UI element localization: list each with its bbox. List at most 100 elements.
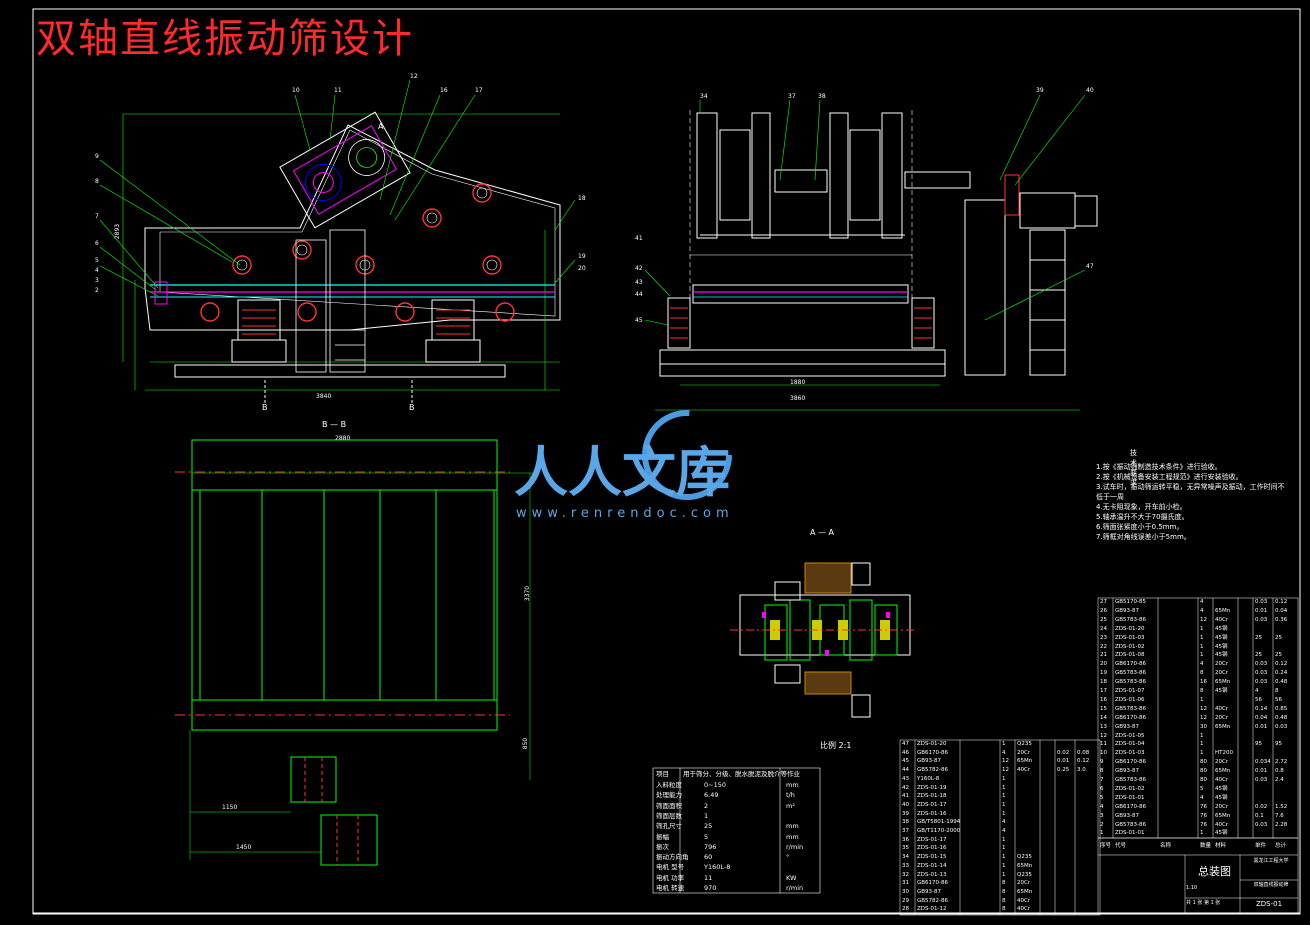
- part-balloon-number: 17: [475, 87, 483, 94]
- bom-left-cell: 1: [1002, 801, 1006, 808]
- cut-mark-b-right: B: [409, 403, 415, 412]
- param-header-cell: 用于筛分、分级、脱水脱泥及脱介等作业: [683, 770, 800, 778]
- bom-left-cell: 28: [902, 906, 909, 913]
- bom-left-cell: 1: [1002, 845, 1006, 852]
- bom-right-cell: 45钢: [1215, 794, 1228, 801]
- part-balloon-number: 9: [95, 153, 99, 160]
- bom-left-cell: 32: [902, 871, 909, 878]
- bom-left-cell: 1: [1002, 862, 1006, 869]
- part-balloon-number: 12: [410, 73, 418, 80]
- bom-left-cell: 37: [902, 828, 909, 834]
- bom-right-cell: ZDS-01-08: [1115, 652, 1145, 659]
- param-cell: 796: [704, 842, 717, 851]
- part-balloon-number: 42: [635, 265, 643, 272]
- bom-left-cell: ZDS-01-16: [917, 845, 947, 852]
- param-cell: 筛孔尺寸: [656, 822, 682, 831]
- param-cell: 60: [704, 853, 713, 862]
- bom-right-cell: 0.01: [1255, 723, 1268, 730]
- part-balloon-number: 34: [700, 93, 708, 100]
- bom-right-cell: 76: [1200, 812, 1207, 819]
- bom-left-cell: GB5782-86: [917, 767, 949, 774]
- param-cell: 振幅: [656, 832, 669, 841]
- bom-right-cell: 13: [1100, 723, 1107, 730]
- bom-right-cell: 0.1: [1255, 812, 1264, 819]
- bom-left-cell: 43: [902, 775, 909, 782]
- bom-left-cell: ZDS-01-14: [917, 862, 947, 869]
- bom-right-cell: 1: [1200, 741, 1204, 748]
- title-block-sheet: 共 1 张 第 1 张: [1186, 900, 1221, 906]
- part-balloon-number: 37: [788, 93, 796, 100]
- bom-left-cell: 40Cr: [1017, 767, 1031, 774]
- bom-right-cell: 80: [1200, 777, 1207, 783]
- part-balloon-number: 2: [95, 287, 99, 294]
- bom-left-cell: GB/T1170-2000: [917, 828, 961, 834]
- bom-right-cell: GB93-87: [1115, 812, 1140, 819]
- bom-right-cell: GB93-87: [1115, 768, 1140, 775]
- bom-right-cell: ZDS-01-02: [1115, 785, 1145, 792]
- bom-left-cell: 46: [902, 749, 909, 756]
- bom-right-cell: 0.48: [1275, 714, 1288, 721]
- param-cell: °: [786, 853, 790, 862]
- bom-right-cell: GB5783-86: [1115, 670, 1147, 677]
- bom-right-cell: 24: [1100, 625, 1107, 632]
- dim-plan-offset-2: 1450: [236, 844, 252, 851]
- part-balloon-number: 19: [578, 253, 586, 260]
- bom-right-cell: 25: [1275, 652, 1282, 659]
- bom-right-cell: 80: [1200, 759, 1207, 766]
- bom-left-cell: ZDS-01-15: [917, 854, 947, 861]
- bom-left-cell: 12: [1002, 767, 1009, 774]
- tech-note-item: 4.无卡阻现象，开车前小检。: [1096, 503, 1187, 511]
- bom-left-cell: 0.02: [1057, 749, 1070, 756]
- bom-right-cell: 20Cr: [1215, 670, 1229, 677]
- bom-header-cell: 总计: [1275, 843, 1287, 849]
- bom-left-cell: 1: [1002, 810, 1006, 817]
- param-cell: 振动方向角: [656, 853, 689, 862]
- part-balloon-number: 40: [1086, 87, 1094, 94]
- title-block-drawing-title: 双轴直线振动筛: [1253, 882, 1289, 888]
- bom-right-cell: 45钢: [1215, 652, 1228, 659]
- bom-right-cell: 2.28: [1275, 821, 1288, 828]
- param-cell: mm: [786, 822, 799, 831]
- part-balloon-number: 47: [1086, 263, 1094, 270]
- bom-right-cell: ZDS-01-01: [1115, 794, 1145, 801]
- param-cell: 2: [704, 801, 709, 810]
- bom-left-cell: 65Mn: [1017, 862, 1033, 869]
- bom-left-cell: 44: [902, 767, 909, 774]
- bom-right-cell: 4: [1200, 607, 1204, 614]
- bom-right-cell: GB5783-86: [1115, 705, 1147, 712]
- bom-right-cell: 1: [1200, 830, 1204, 837]
- bom-left-cell: 40Cr: [1017, 897, 1031, 904]
- bom-left-cell: GB6170-86: [917, 749, 949, 756]
- bom-left-cell: GB/T5801-1994: [917, 819, 961, 826]
- bom-left-cell: 0.25: [1057, 767, 1070, 774]
- bom-right-cell: ZDS-01-01: [1115, 830, 1145, 837]
- bom-right-cell: ZDS-01-20: [1115, 625, 1145, 632]
- part-balloon-number: 8: [95, 178, 99, 185]
- bom-grid-left: [899, 739, 1101, 916]
- bom-left-cell: 12: [1002, 758, 1009, 765]
- bom-right-cell: 1: [1200, 634, 1204, 641]
- bom-right-cell: 17: [1100, 688, 1107, 694]
- bom-right-cell: 0.24: [1275, 670, 1288, 677]
- bom-left-cell: 1: [1002, 741, 1006, 747]
- dim-plan-lower: 850: [522, 737, 530, 750]
- bom-left-cell: 29: [902, 897, 909, 904]
- param-cell: 振次: [656, 842, 669, 851]
- title-block-school: 黑龙江工程大学: [1253, 858, 1289, 864]
- bom-right-cell: 2.72: [1275, 759, 1288, 766]
- tech-note-item: 5.轴承温升不大于70摄氏度。: [1096, 513, 1189, 521]
- bom-left-cell: 30: [902, 888, 909, 895]
- tech-notes-title: 技术要求: [1130, 449, 1137, 487]
- bom-right-cell: 25: [1255, 634, 1262, 641]
- bom-left-cell: 42: [902, 784, 909, 791]
- param-cell: 6.49: [704, 791, 719, 800]
- bom-left-cell: 0.01: [1057, 758, 1070, 765]
- bom-header-cell: 数量: [1200, 843, 1212, 849]
- dim-plan-height: 3370: [524, 585, 532, 602]
- bom-right-cell: 4: [1255, 688, 1259, 694]
- bom-left-cell: 4: [1002, 749, 1006, 756]
- bom-left-cell: Q235: [1017, 871, 1032, 878]
- bom-left-cell: 20Cr: [1017, 880, 1031, 887]
- bom-right-cell: 76: [1200, 803, 1207, 810]
